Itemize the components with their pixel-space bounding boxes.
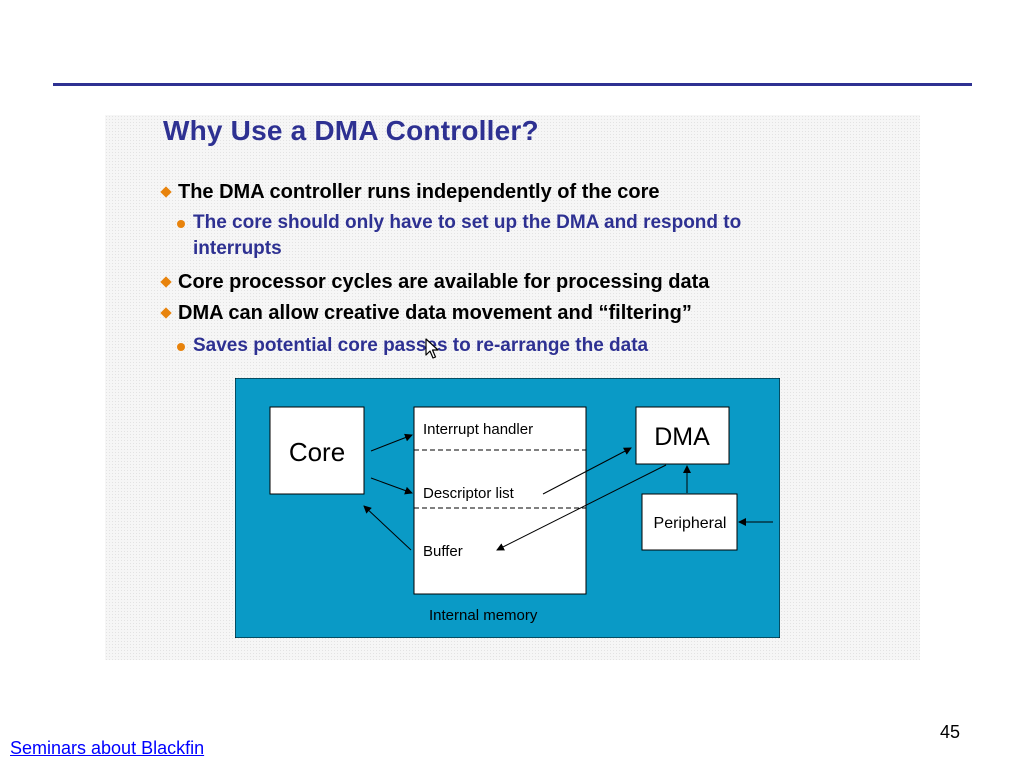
- arrow-dma-to-buffer: [496, 464, 667, 551]
- dot-bullet-icon: [177, 343, 185, 351]
- dot-bullet-icon: [177, 220, 185, 228]
- subbullet-core-setup-line1: The core should only have to set up the …: [193, 212, 742, 233]
- internal-memory-box: [413, 406, 587, 595]
- arrow-core-to-interrupt-handler: [370, 433, 413, 452]
- peripheral-label: Peripheral: [654, 515, 727, 532]
- internal-memory-label: Internal memory: [429, 607, 538, 624]
- slide-title: Why Use a DMA Controller?: [163, 115, 539, 146]
- buffer-label: Buffer: [423, 543, 463, 560]
- dma-diagram: Core Interrupt handler Descriptor list B…: [235, 378, 780, 638]
- page-number: 45: [940, 722, 961, 742]
- dma-label: DMA: [654, 423, 710, 451]
- arrow-core-to-descriptor-list: [370, 477, 413, 495]
- bullet-creative-movement: DMA can allow creative data movement and…: [178, 302, 692, 324]
- core-label: Core: [289, 437, 345, 467]
- dma-box: [635, 406, 730, 465]
- footer-link-seminars[interactable]: Seminars about Blackfin: [10, 738, 205, 758]
- bullet-core-cycles: Core processor cycles are available for …: [178, 271, 710, 293]
- slide-image: Why Use a DMA Controller? The DMA contro…: [105, 115, 920, 660]
- bullet-dma-independent: The DMA controller runs independently of…: [178, 181, 660, 203]
- core-box: [269, 406, 365, 495]
- interrupt-handler-label: Interrupt handler: [423, 421, 533, 438]
- descriptor-list-label: Descriptor list: [423, 485, 515, 502]
- arrow-buffer-to-core: [363, 505, 412, 551]
- arrow-descriptor-list-to-dma: [542, 447, 632, 495]
- mouse-pointer-icon: [425, 338, 439, 359]
- subbullet-saves-passes: Saves potential core passes to re-arrang…: [193, 335, 649, 356]
- header-rule: [53, 83, 972, 86]
- diamond-bullet-icon: [160, 307, 172, 319]
- subbullet-core-setup-line2: interrupts: [193, 238, 282, 259]
- diamond-bullet-icon: [160, 186, 172, 198]
- peripheral-box: [641, 493, 738, 551]
- diamond-bullet-icon: [160, 276, 172, 288]
